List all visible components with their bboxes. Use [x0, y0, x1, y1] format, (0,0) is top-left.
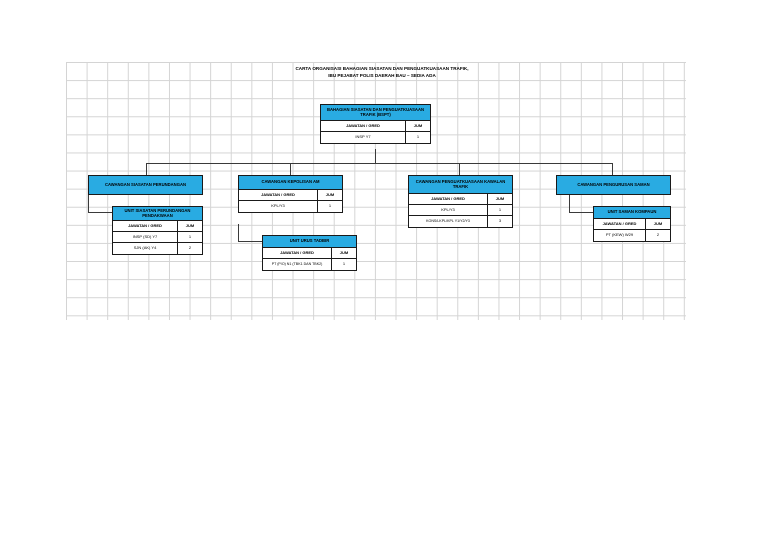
connector-branch-drop-4 — [612, 163, 613, 175]
table-header: JAWATAN / GRED JUM — [263, 248, 356, 259]
connector-branch-drop-3 — [459, 163, 460, 175]
table-row: SJN (AK) Y4 2 — [113, 243, 202, 254]
connector-unit-stub-1 — [88, 195, 89, 213]
table-row: PT (P/O) N1 (TBK1 DAN TBK2) 1 — [263, 259, 356, 270]
connector-unit-stub-4 — [569, 195, 570, 213]
cell-job-grade: PT (P/O) N1 (TBK1 DAN TBK2) — [263, 259, 332, 270]
connector-unit-arm-2 — [238, 241, 262, 242]
cell-job-grade: KPL/Y3 — [409, 205, 488, 215]
table-row: PT (KEW) W29 2 — [594, 230, 670, 241]
connector-unit-stub-2 — [238, 224, 239, 242]
cell-total: 1 — [342, 261, 346, 267]
node-cawangan-penguatkuasaan-kawalan-trafik[interactable]: CAWANGAN PENGUATKUASAAN KAWALAN TRAFIK J… — [408, 175, 513, 228]
column-header-total: JUM — [185, 222, 195, 228]
table-header: JAWATAN / GRED JUM — [239, 190, 342, 201]
column-header-job-grade: JAWATAN / GRED — [409, 194, 488, 204]
table-row: INSP Y7 1 — [321, 132, 430, 143]
node-bspt-header: BAHAGIAN SIASATAN DAN PENGUATKUASAAN TRA… — [321, 105, 430, 121]
node-bspt-table-header: JAWATAN / GRED JUM — [321, 121, 430, 132]
node-unit-saman-kompaun[interactable]: UNIT SAMAN KOMPAUN JAWATAN / GRED JUM PT… — [593, 206, 671, 242]
node-cawangan-pengurusan-saman-header: CAWANGAN PENGURUSAN SAMAN — [557, 176, 670, 194]
cell-total: 2 — [656, 232, 660, 238]
cell-total: 1 — [498, 206, 502, 212]
node-cawangan-siasatan-perundangan[interactable]: CAWANGAN SIASATAN PERUNDANGAN — [88, 175, 203, 195]
node-unit-siasatan-perundangan-pendakwaan[interactable]: UNIT SIASATAN PERUNDANGAN PENDAKWAAN JAW… — [112, 206, 203, 255]
column-header-total: JUM — [495, 195, 505, 201]
column-header-total: JUM — [653, 220, 663, 226]
connector-root-drop — [375, 149, 376, 164]
node-cawangan-kepolisan-am-header: CAWANGAN KEPOLISAN AM — [239, 176, 342, 190]
connector-horizontal-bus — [146, 163, 613, 164]
cell-total: 3 — [498, 218, 502, 224]
column-header-job-grade: JAWATAN / GRED — [321, 121, 406, 131]
column-header-total: JUM — [325, 191, 335, 197]
column-header-job-grade: JAWATAN / GRED — [263, 248, 332, 258]
column-header-job-grade: JAWATAN / GRED — [594, 219, 646, 229]
connector-branch-drop-1 — [146, 163, 147, 175]
table-row: KPL/Y3 1 — [239, 201, 342, 212]
connector-unit-arm-1 — [88, 212, 112, 213]
node-cawangan-pengurusan-saman[interactable]: CAWANGAN PENGURUSAN SAMAN — [556, 175, 671, 195]
table-header: JAWATAN / GRED JUM — [113, 221, 202, 232]
page-title: CARTA ORGANISASI BAHAGIAN SIASATAN DAN P… — [272, 66, 492, 80]
table-row: KPL/Y3 1 — [409, 205, 512, 216]
cell-job-grade: KONS/LKPL/KPL Y1/Y2/Y3 — [409, 216, 488, 227]
connector-unit-arm-4 — [569, 212, 593, 213]
connector-branch-drop-2 — [290, 163, 291, 175]
cell-job-grade: PT (KEW) W29 — [594, 230, 646, 241]
cell-total: 1 — [328, 203, 332, 209]
node-cawangan-penguatkuasaan-kawalan-trafik-header: CAWANGAN PENGUATKUASAAN KAWALAN TRAFIK — [409, 176, 512, 194]
page-title-line-2: IBU PEJABAT POLIS DAERAH BAU – SEDIA ADA — [328, 72, 436, 78]
column-header-total: JUM — [413, 122, 423, 128]
node-cawangan-kepolisan-am[interactable]: CAWANGAN KEPOLISAN AM JAWATAN / GRED JUM… — [238, 175, 343, 213]
node-cawangan-siasatan-perundangan-header: CAWANGAN SIASATAN PERUNDANGAN — [89, 176, 202, 194]
table-header: JAWATAN / GRED JUM — [594, 219, 670, 230]
node-unit-siasatan-perundangan-pendakwaan-header: UNIT SIASATAN PERUNDANGAN PENDAKWAAN — [113, 207, 202, 221]
cell-total: 2 — [188, 245, 192, 251]
column-header-job-grade: JAWATAN / GRED — [113, 221, 178, 231]
cell-total: 1 — [416, 134, 420, 140]
node-unit-urus-tadbir[interactable]: UNIT URUS TADBIR JAWATAN / GRED JUM PT (… — [262, 235, 357, 271]
column-header-job-grade: JAWATAN / GRED — [239, 190, 318, 200]
cell-total: 1 — [188, 233, 192, 239]
table-row: KONS/LKPL/KPL Y1/Y2/Y3 3 — [409, 216, 512, 227]
node-bspt[interactable]: BAHAGIAN SIASATAN DAN PENGUATKUASAAN TRA… — [320, 104, 431, 144]
column-header-total: JUM — [339, 249, 349, 255]
node-unit-urus-tadbir-header: UNIT URUS TADBIR — [263, 236, 356, 248]
table-header: JAWATAN / GRED JUM — [409, 194, 512, 205]
node-unit-saman-kompaun-header: UNIT SAMAN KOMPAUN — [594, 207, 670, 219]
page-title-line-1: CARTA ORGANISASI BAHAGIAN SIASATAN DAN P… — [295, 66, 469, 71]
cell-job-grade: INSP Y7 — [321, 132, 406, 143]
cell-job-grade: KPL/Y3 — [239, 201, 318, 212]
cell-job-grade: INSP (SD) Y7 — [113, 232, 178, 242]
table-row: INSP (SD) Y7 1 — [113, 232, 202, 243]
cell-job-grade: SJN (AK) Y4 — [113, 243, 178, 254]
